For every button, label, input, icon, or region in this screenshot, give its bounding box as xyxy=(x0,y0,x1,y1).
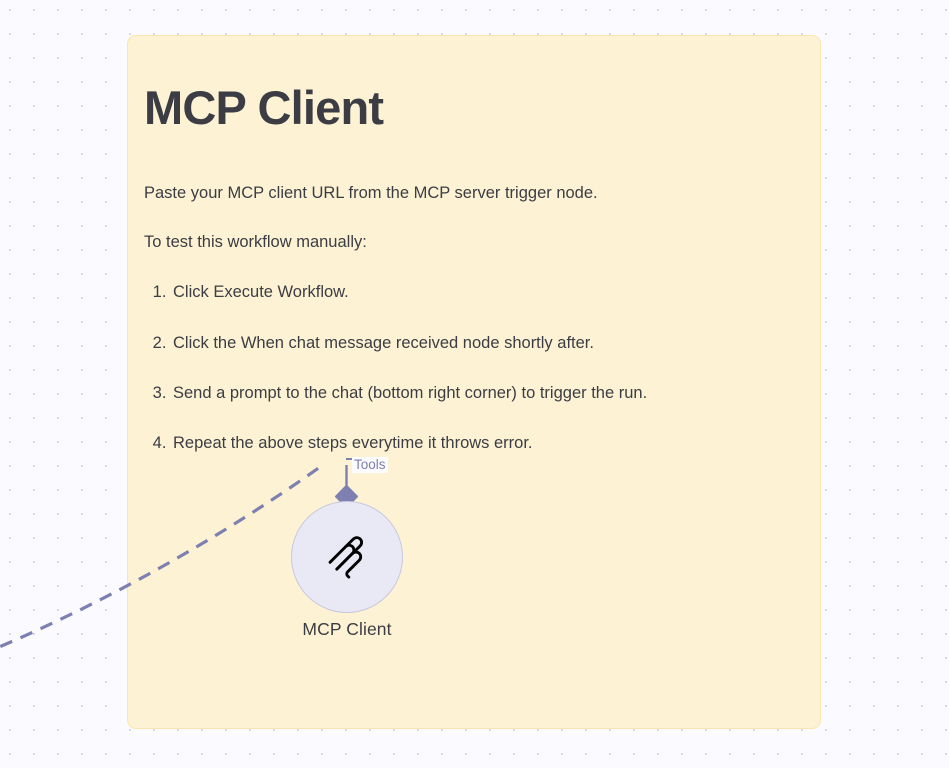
note-paragraph-1: Paste your MCP client URL from the MCP s… xyxy=(144,183,598,202)
note-steps-list: Click Execute Workflow. Click the When c… xyxy=(144,254,790,454)
mcp-logo-icon xyxy=(328,536,364,579)
list-item: Click the When chat message received nod… xyxy=(171,305,790,355)
tools-connector[interactable]: Tools xyxy=(325,455,445,511)
tools-leader-dash xyxy=(346,458,354,460)
node-label: MCP Client xyxy=(302,619,392,639)
list-item: Click Execute Workflow. xyxy=(171,254,790,304)
sticky-note-content: MCP Client Paste your MCP client URL fro… xyxy=(128,36,820,455)
sticky-note[interactable]: MCP Client Paste your MCP client URL fro… xyxy=(127,35,821,729)
list-item: Send a prompt to the chat (bottom right … xyxy=(171,355,790,405)
note-paragraph-2: To test this workflow manually: xyxy=(144,232,367,251)
tools-label: Tools xyxy=(352,457,388,473)
node-mcp-client[interactable]: MCP Client xyxy=(291,501,403,639)
list-item: Repeat the above steps everytime it thro… xyxy=(171,405,790,455)
page-title: MCP Client xyxy=(144,81,384,134)
